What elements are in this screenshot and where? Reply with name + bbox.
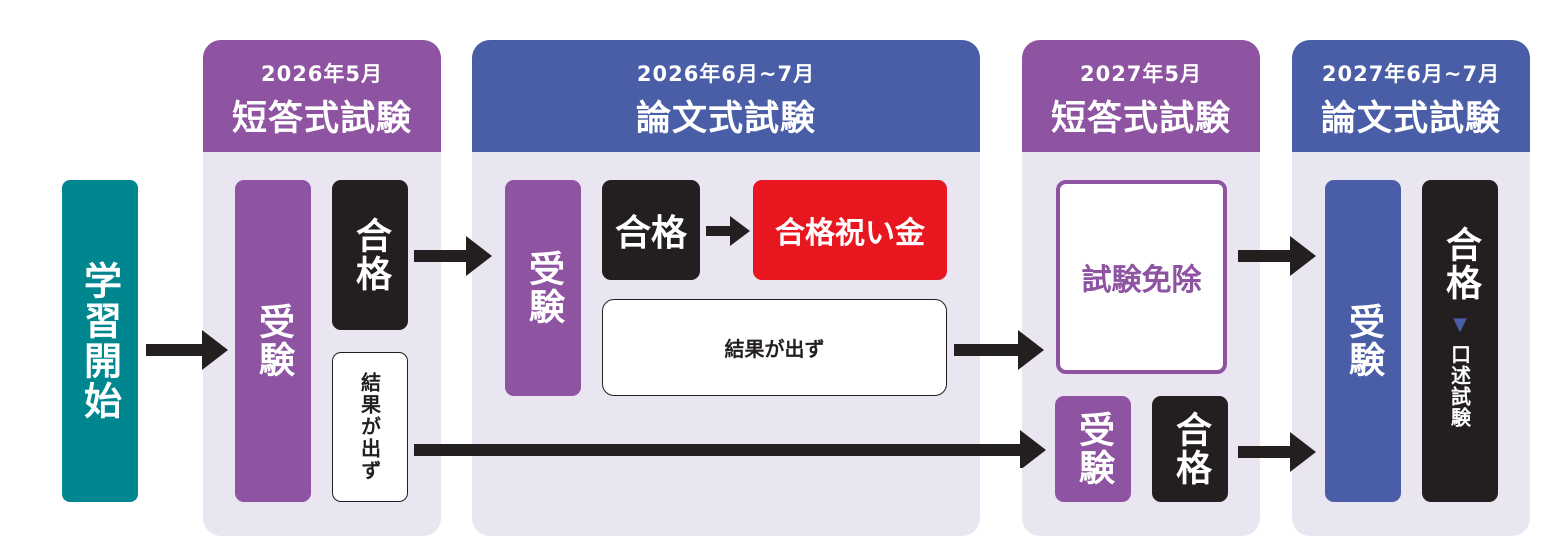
exam-box: 受験	[235, 180, 311, 502]
pass-box: 合格	[602, 180, 700, 280]
exam-label: 受験	[253, 303, 294, 379]
study-start-box: 学習開始	[62, 180, 138, 502]
exemption-box: 試験免除	[1056, 180, 1227, 374]
column-title: 論文式試験	[635, 99, 816, 139]
no-result-label: 結果が出ず	[357, 372, 382, 482]
congratulation-money-box: 合格祝い金	[753, 180, 947, 280]
exam-label: 受験	[523, 250, 564, 326]
column-header: 2026年6月~7月 論文式試験	[472, 40, 980, 152]
arrow-exemption-to-essay	[1238, 236, 1316, 276]
study-start-label: 学習開始	[77, 261, 122, 421]
pass-label: 合格	[614, 213, 687, 254]
arrow-start-to-exam	[146, 330, 228, 370]
exam-label: 受験	[1343, 303, 1384, 379]
no-result-box: 結果が出ず	[332, 352, 408, 502]
exemption-label: 試験免除	[1081, 263, 1202, 298]
pass-box: 合格	[332, 180, 408, 330]
triangle-down-icon: ▼	[1453, 314, 1467, 335]
column-title: 短答式試験	[231, 99, 412, 139]
column-date: 2027年6月~7月	[1321, 62, 1501, 86]
column-header: 2026年5月 短答式試験	[203, 40, 441, 152]
pass-label: 合格	[350, 217, 391, 293]
pass-label: 合格	[1170, 411, 1211, 487]
no-result-label: 結果が出ず	[724, 337, 825, 361]
pass-label: 合格	[1440, 226, 1481, 302]
no-result-box: 結果が出ず	[602, 299, 947, 396]
arrow-no-result-to-exemption	[954, 330, 1044, 370]
column-date: 2027年5月	[1079, 62, 1203, 86]
exam-box: 受験	[1055, 396, 1131, 502]
column-date: 2026年5月	[260, 62, 384, 86]
arrow-pass-to-bonus	[706, 216, 750, 246]
arrow-no-result-to-retake	[414, 430, 1046, 468]
pass-oral-box: 合格 ▼ 口述試験	[1422, 180, 1498, 502]
column-title: 論文式試験	[1320, 99, 1501, 139]
column-title: 短答式試験	[1050, 99, 1231, 139]
arrow-pass-to-essay	[414, 236, 492, 276]
column-header: 2027年6月~7月 論文式試験	[1292, 40, 1530, 152]
pass-box: 合格	[1152, 396, 1228, 502]
oral-exam-label: 口述試験	[1447, 344, 1472, 428]
arrow-pass-to-essay-2027	[1238, 432, 1316, 472]
exam-box: 受験	[505, 180, 581, 396]
column-date: 2026年6月~7月	[636, 62, 816, 86]
exam-label: 受験	[1073, 411, 1114, 487]
exam-box: 受験	[1325, 180, 1401, 502]
congratulation-money-label: 合格祝い金	[775, 216, 925, 251]
column-header: 2027年5月 短答式試験	[1022, 40, 1260, 152]
